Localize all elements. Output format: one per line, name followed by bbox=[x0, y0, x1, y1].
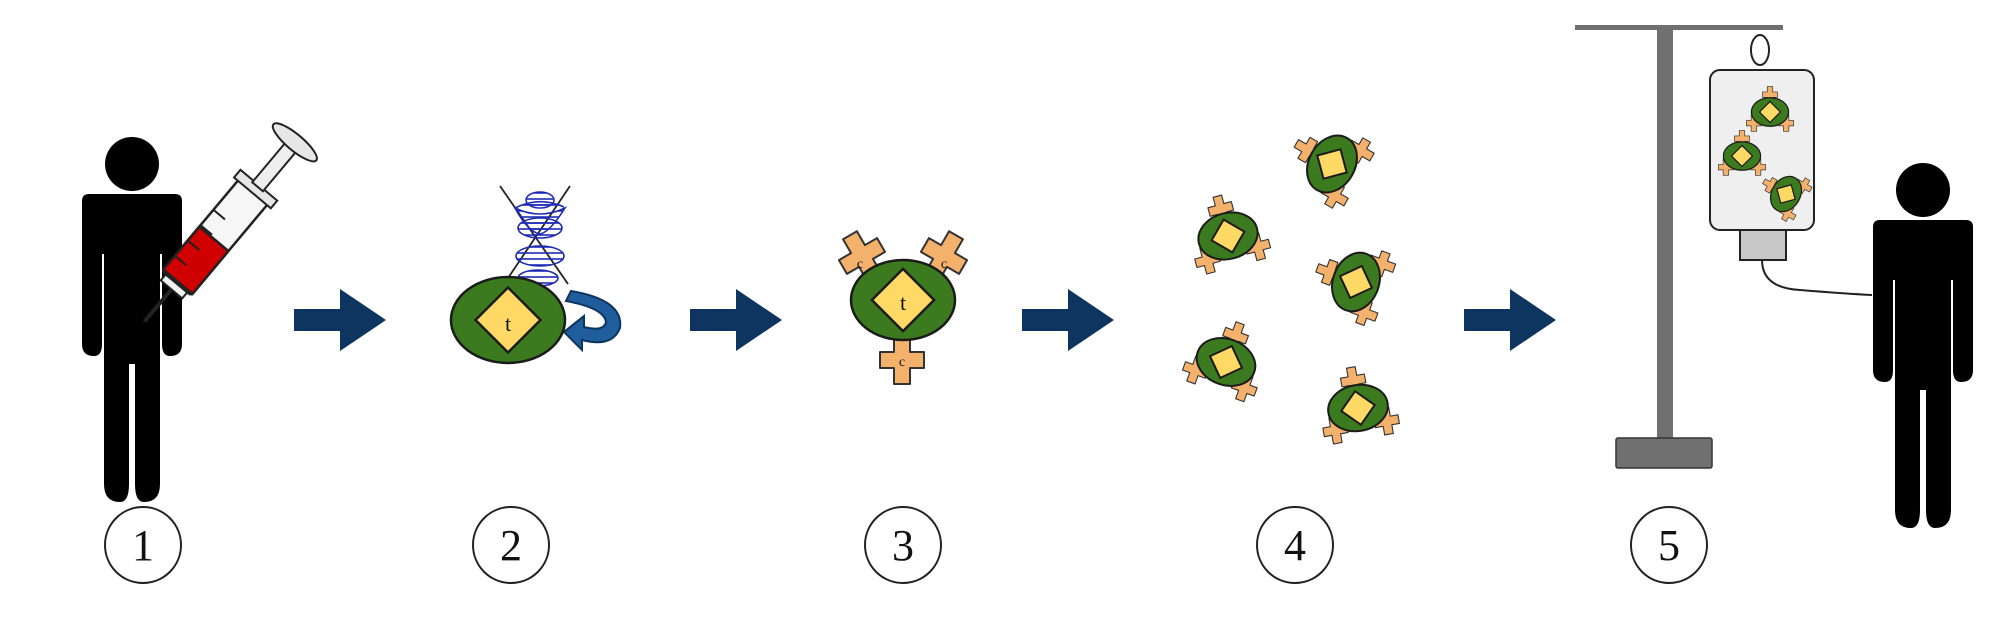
donor-person-icon bbox=[82, 137, 182, 502]
mini-car-t-cell-icon bbox=[1304, 232, 1398, 328]
step-5-marker: 5 bbox=[1631, 507, 1707, 583]
car-t-cell-icon: t bbox=[451, 277, 565, 363]
right-arrow-icon bbox=[294, 289, 386, 351]
cell-core-label: t bbox=[900, 290, 906, 315]
step-3-marker: 3 bbox=[865, 507, 941, 583]
step-number: 4 bbox=[1284, 521, 1306, 570]
right-arrow-icon bbox=[1464, 289, 1556, 351]
dna-helix-icon bbox=[500, 186, 570, 286]
cell-core-label: t bbox=[505, 311, 511, 336]
right-arrow-icon bbox=[690, 289, 782, 351]
expanded-cell-population bbox=[1180, 110, 1401, 445]
mini-car-t-cell-icon bbox=[1277, 110, 1378, 212]
step-4-marker: 4 bbox=[1257, 507, 1333, 583]
step-2-marker: 2 bbox=[473, 507, 549, 583]
step-number: 5 bbox=[1658, 521, 1680, 570]
iv-bag-icon bbox=[1710, 35, 1872, 295]
receptor-label: c bbox=[899, 355, 905, 370]
mini-car-t-cell-icon bbox=[1313, 361, 1401, 446]
receptor-label: c bbox=[857, 257, 863, 272]
car-t-cell-with-receptors-icon: c c c t bbox=[831, 224, 975, 384]
curved-arrow-icon bbox=[564, 291, 620, 350]
right-arrow-icon bbox=[1022, 289, 1114, 351]
step-number: 1 bbox=[132, 521, 154, 570]
mini-car-t-cell-icon bbox=[1180, 310, 1276, 404]
patient-person-icon bbox=[1873, 163, 1973, 528]
step-number: 2 bbox=[500, 521, 522, 570]
step-number: 3 bbox=[892, 521, 914, 570]
mini-car-t-cell-icon bbox=[1181, 186, 1273, 276]
receptor-label: c bbox=[941, 257, 947, 272]
step-1-marker: 1 bbox=[105, 507, 181, 583]
